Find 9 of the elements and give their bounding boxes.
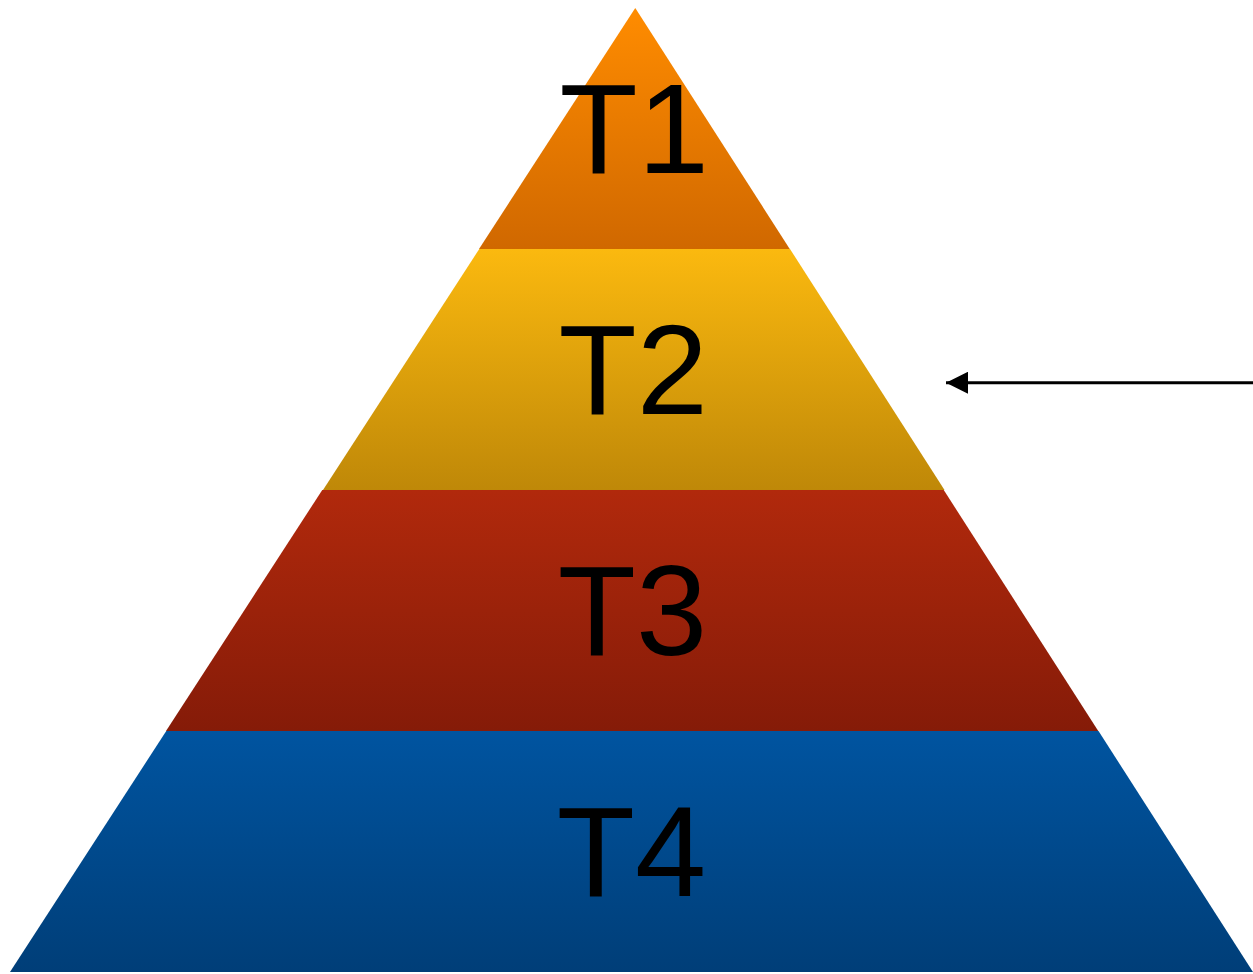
tier-label: T2 xyxy=(557,305,709,434)
tier-label: T3 xyxy=(556,546,709,675)
tier-label: T4 xyxy=(555,787,708,916)
pyramid-tier xyxy=(10,731,1253,972)
pyramid-tier xyxy=(166,490,1099,731)
arrow xyxy=(946,371,1253,394)
pyramid-tier xyxy=(478,8,790,249)
tier-label: T1 xyxy=(558,64,710,193)
pyramid-tier xyxy=(322,249,944,490)
